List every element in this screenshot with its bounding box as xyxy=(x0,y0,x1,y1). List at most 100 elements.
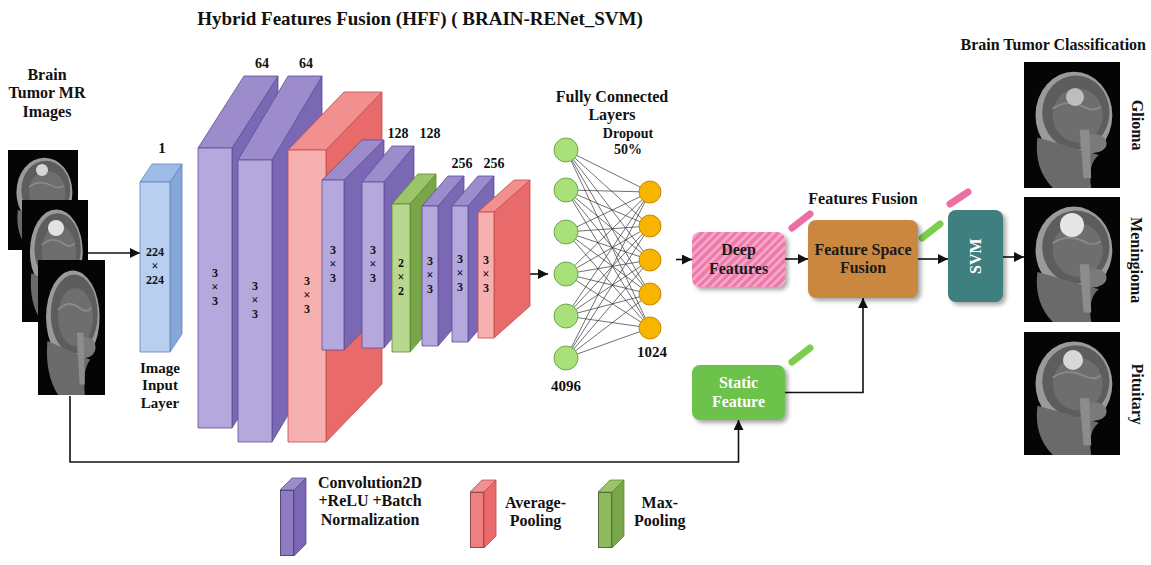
swatch-depth xyxy=(294,478,306,556)
mri-image xyxy=(1024,332,1120,455)
deep-features-box: Deep Features xyxy=(692,232,785,287)
connector-arrow xyxy=(785,298,863,393)
filter-count: 256 xyxy=(452,156,473,172)
fusion-box: Feature Space Fusion xyxy=(808,220,918,298)
static-feature-box: Static Feature xyxy=(692,365,785,420)
connector-arrow xyxy=(530,273,548,275)
kernel-size: 224 × 224 xyxy=(146,246,164,287)
box-label: Deep Features xyxy=(698,241,779,278)
kernel-size: 3 × 3 xyxy=(370,244,377,285)
neuron-count: 1024 xyxy=(637,344,667,361)
output-image: Meningioma xyxy=(1024,197,1148,322)
layer-top xyxy=(140,164,182,182)
layer-front xyxy=(478,212,494,338)
layer-top xyxy=(362,146,414,182)
connector-arrow xyxy=(785,258,808,260)
fc-links xyxy=(566,150,650,358)
legend-swatch xyxy=(598,492,612,548)
avg-pool-layer: 3 × 3 xyxy=(478,180,530,338)
legend-swatch xyxy=(280,490,294,556)
kernel-size: 3 × 3 xyxy=(212,267,219,308)
neuron xyxy=(639,181,661,203)
kernel-size: 3 × 3 xyxy=(252,280,259,321)
tumor xyxy=(48,220,64,236)
box-label: SVM xyxy=(966,238,984,274)
kernel-size: 3 × 3 xyxy=(457,253,464,294)
layer-front xyxy=(198,148,232,428)
class-label: Meningioma xyxy=(1127,217,1145,303)
neuron xyxy=(639,215,661,237)
connector-arrow xyxy=(1003,256,1024,258)
feature-tab xyxy=(792,348,810,362)
layer-front xyxy=(422,206,438,346)
group-heading: Brain Tumor MR Images xyxy=(6,66,88,121)
filter-count: 64 xyxy=(255,56,269,72)
tumor xyxy=(1060,213,1084,237)
kernel-size: 2 × 2 xyxy=(398,257,405,298)
tumor xyxy=(1066,88,1084,106)
neuron xyxy=(554,262,578,286)
output-image: Pituitary xyxy=(1024,332,1148,455)
diagram-title: Hybrid Features Fusion (HFF) ( BRAIN-REN… xyxy=(197,8,643,30)
svm-box: SVM xyxy=(948,210,1003,302)
feature-tab xyxy=(922,224,940,238)
mri-image xyxy=(38,260,105,395)
neuron xyxy=(639,283,661,305)
connector-arrow xyxy=(918,258,948,260)
layer-front xyxy=(392,204,410,352)
layer-front xyxy=(238,160,272,442)
legend-text: Max-Pooling xyxy=(634,494,686,531)
class-label: Glioma xyxy=(1127,100,1145,151)
filter-count: 128 xyxy=(388,126,409,142)
mri-image xyxy=(1024,62,1120,188)
box-label: Feature Space Fusion xyxy=(814,241,912,278)
legend-text: Convolution2D +ReLU +Batch Normalization xyxy=(318,474,422,529)
tumor xyxy=(1063,350,1083,370)
fc-neurons xyxy=(554,138,578,370)
neuron-count: 4096 xyxy=(551,378,581,395)
swatch-depth xyxy=(484,480,496,548)
tumor xyxy=(36,164,48,176)
channel-count: 1 xyxy=(158,140,166,157)
legend-swatch xyxy=(470,492,484,548)
swatch-depth xyxy=(612,480,624,548)
neuron xyxy=(554,304,578,328)
neuron xyxy=(639,317,661,339)
layer-front xyxy=(322,180,344,350)
layer-top xyxy=(478,180,530,212)
kernel-size: 3 × 3 xyxy=(330,244,337,285)
kernel-size: 3 × 3 xyxy=(483,254,490,295)
layer-top xyxy=(452,176,494,206)
kernel-size: 3 × 3 xyxy=(304,275,311,316)
neuron xyxy=(554,346,578,370)
layer-front xyxy=(288,150,326,442)
neuron xyxy=(554,220,578,244)
filter-count: 64 xyxy=(299,56,313,72)
filter-count: 128 xyxy=(420,126,441,142)
neuron xyxy=(554,178,578,202)
layer-side xyxy=(170,164,182,352)
layer-front xyxy=(362,182,384,348)
dropout-note: Dropout 50% xyxy=(603,126,653,158)
section-heading: Features Fusion xyxy=(808,190,917,208)
mri-image xyxy=(1024,197,1120,322)
group-heading: Fully Connected Layers xyxy=(548,88,676,125)
input-layer: 224 × 224 xyxy=(140,164,182,352)
kernel-size: 3 × 3 xyxy=(427,255,434,296)
neuron xyxy=(554,138,578,162)
legend-text: Average-Pooling xyxy=(505,494,566,531)
connector-arrow xyxy=(676,259,692,261)
filter-count: 256 xyxy=(484,156,505,172)
box-label: Static Feature xyxy=(698,374,779,411)
output-image: Glioma xyxy=(1024,62,1148,188)
connector-arrow xyxy=(88,252,140,254)
feature-tab xyxy=(950,192,968,204)
fc-neurons xyxy=(639,181,661,339)
neuron xyxy=(639,249,661,271)
section-heading: Brain Tumor Classification xyxy=(960,36,1146,54)
layer-front xyxy=(452,206,468,342)
layer-front xyxy=(140,182,170,352)
image-stack: Brain Tumor MR Images xyxy=(6,66,88,396)
layer-caption: Image Input Layer xyxy=(140,360,180,412)
